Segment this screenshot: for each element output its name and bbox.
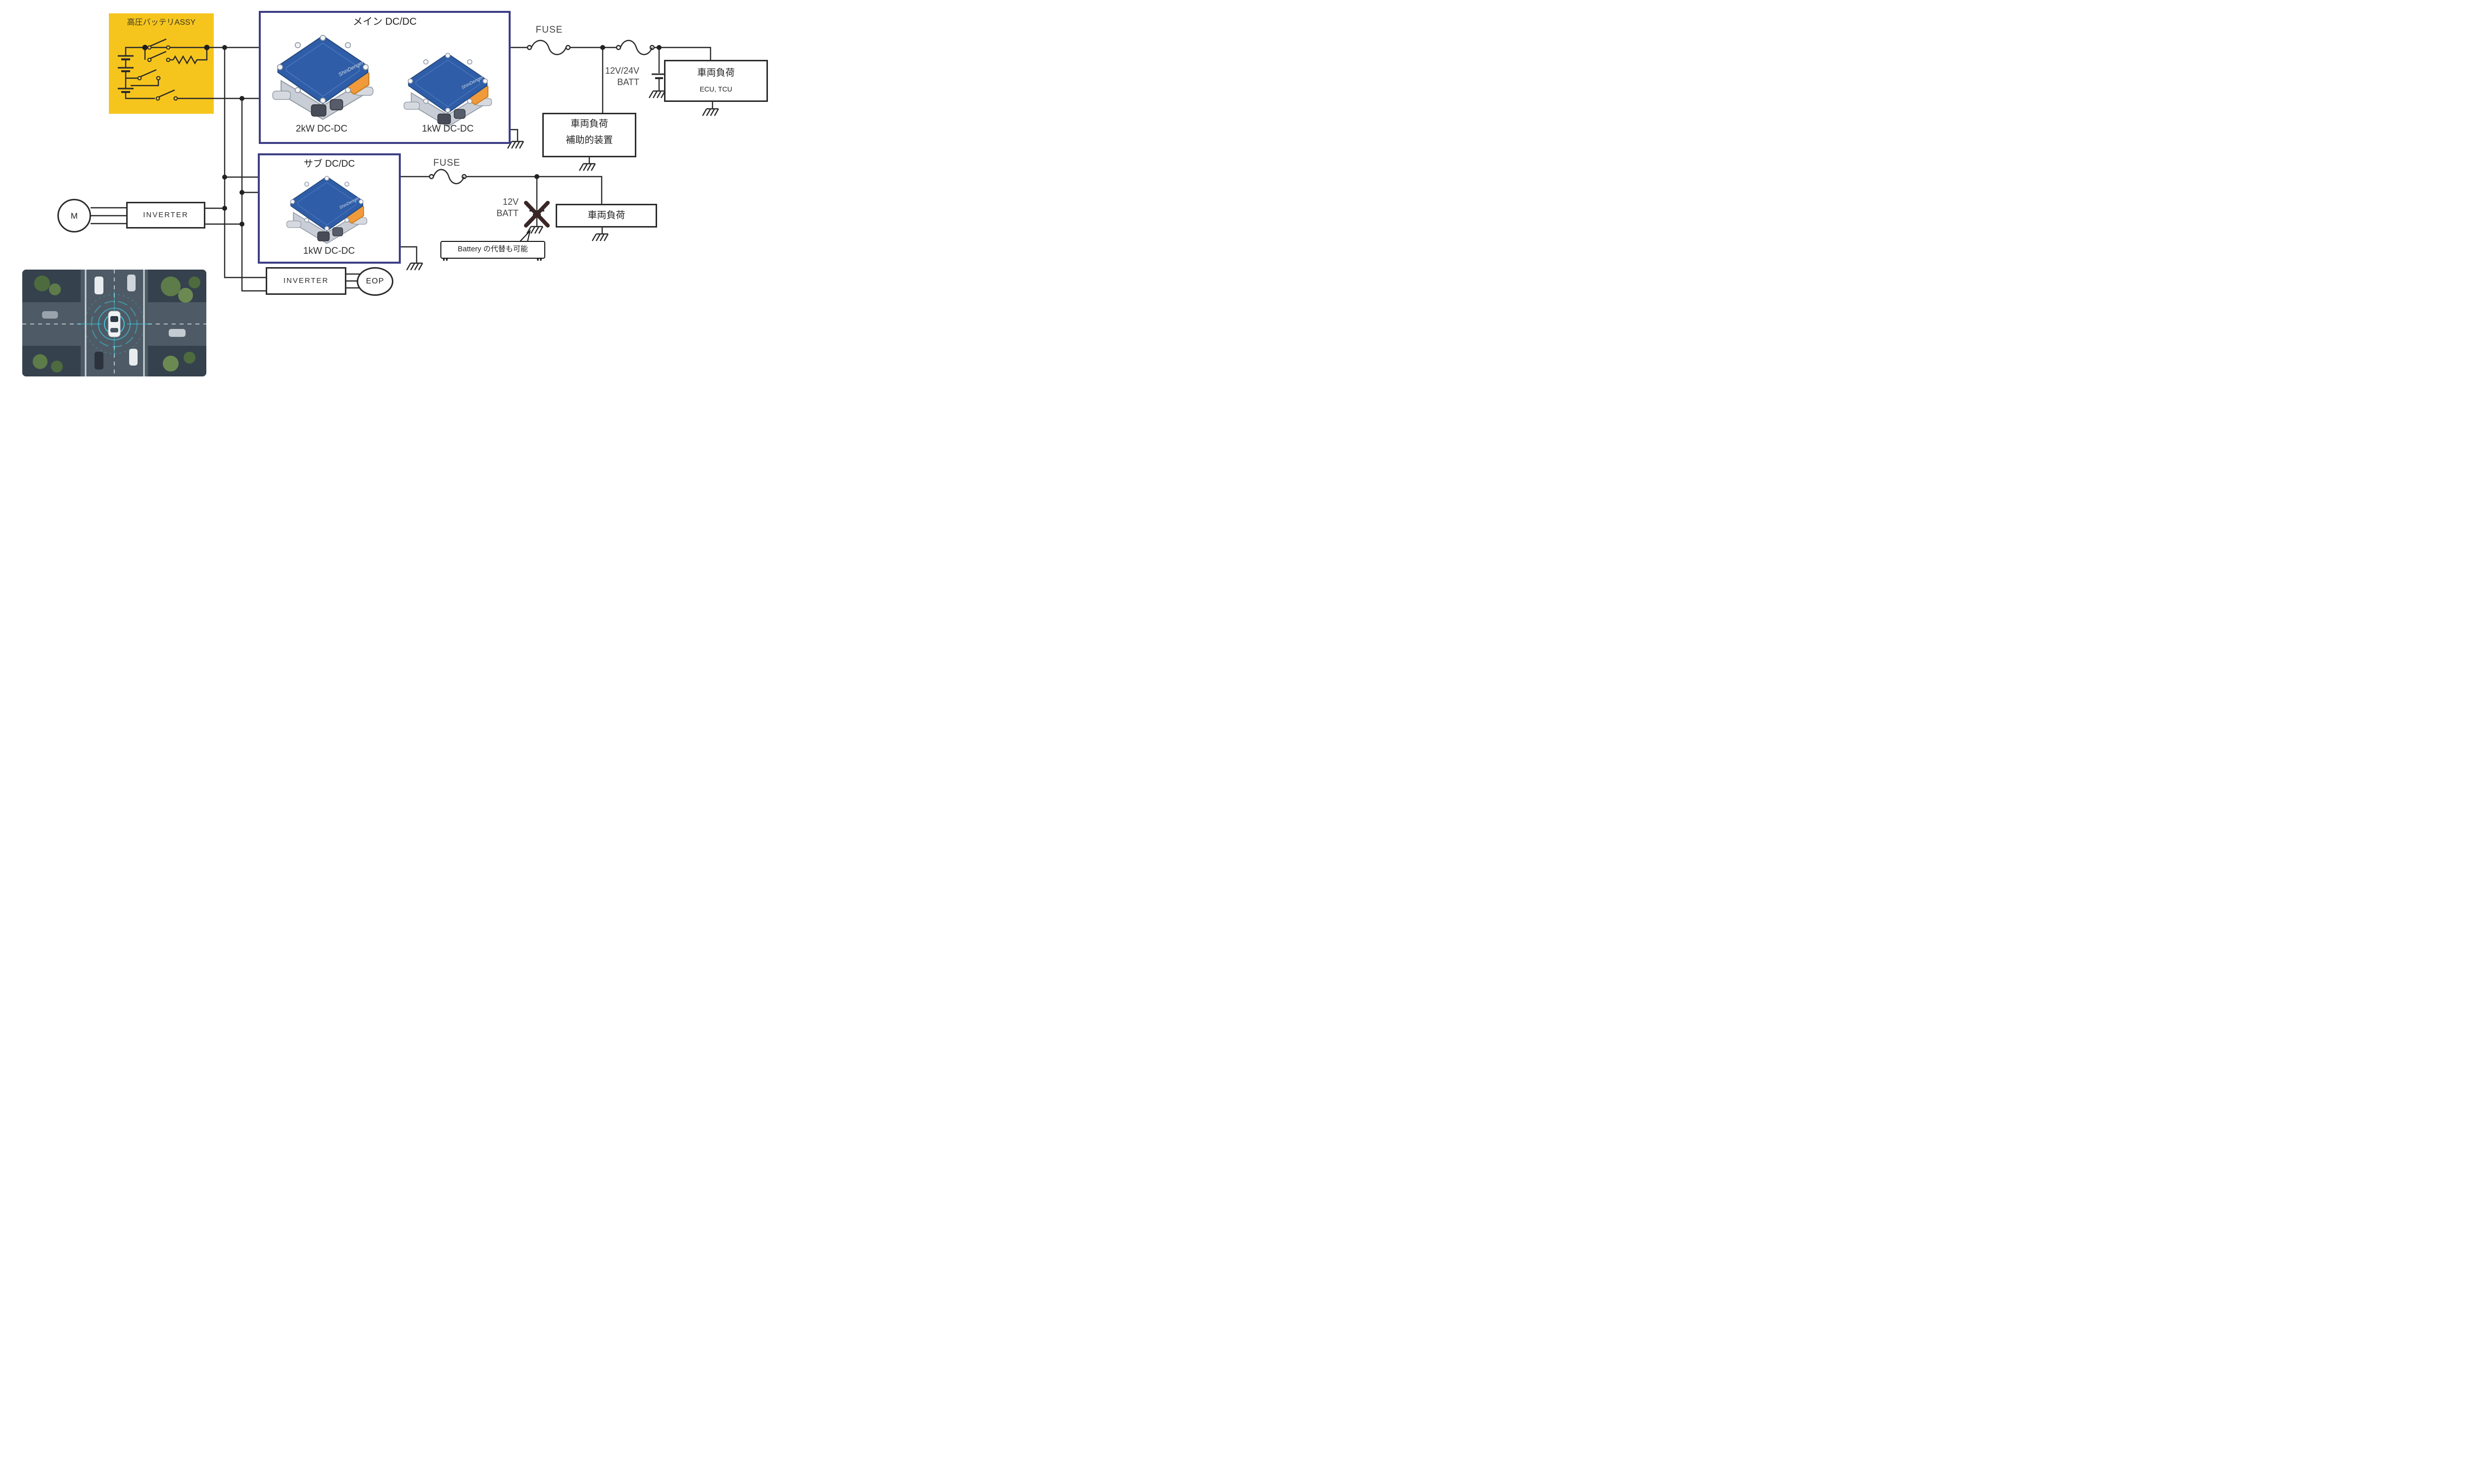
eop-label: EOP: [366, 277, 384, 285]
main-dcdc-title: メイン DC/DC: [353, 16, 417, 27]
product-1kw-image: [396, 51, 500, 133]
product-2kw-image: [265, 33, 381, 127]
callout-box: [440, 241, 545, 259]
ground-icon: [578, 163, 596, 172]
x-mark-icon: [524, 201, 550, 228]
load-ecu-title: 車両負荷: [697, 68, 735, 78]
battery-12v-label: 12V BATT: [496, 197, 519, 218]
load-aux-line1: 車両負荷: [570, 119, 608, 129]
label-2kw: 2kW DC-DC: [295, 124, 348, 134]
hv-battery-box: 高圧バッテリASSY: [109, 13, 214, 114]
hv-battery-circuit: [118, 38, 214, 101]
sub-dcdc-title: サブ DC/DC: [303, 159, 355, 169]
ground-icon: [406, 262, 424, 271]
load-ecu-subtitle: ECU, TCU: [700, 85, 732, 93]
ego-car: [108, 311, 121, 337]
load-main-title: 車両負荷: [587, 210, 625, 221]
intersection-photo: [22, 270, 206, 376]
main-output-wires: [511, 40, 712, 113]
load-main-box: [556, 204, 657, 228]
load-aux-box: [542, 113, 636, 157]
label-1kw-sub: 1kW DC-DC: [303, 246, 355, 256]
trees: [33, 276, 200, 372]
inverter-left-box: [126, 202, 205, 229]
fuse-top-label: FUSE: [535, 25, 563, 35]
motor-circle: [57, 199, 91, 232]
ground-icon: [648, 90, 666, 99]
inverter-bottom-label: INVERTER: [283, 277, 329, 285]
diagram-canvas: ShinDengen: [0, 0, 776, 388]
sensor-rings: [77, 291, 152, 357]
load-ecu-box: [664, 60, 768, 102]
motor-label: M: [70, 211, 78, 221]
inverter-bottom-box: [266, 267, 346, 295]
fuse-bottom-label: FUSE: [433, 158, 461, 168]
callout-tail: [519, 229, 531, 242]
eop-circle: [357, 267, 393, 296]
cars: [42, 275, 186, 370]
load-aux-line2: 補助的装置: [566, 135, 613, 145]
hv-battery-title: 高圧バッテリASSY: [127, 18, 196, 27]
fuse-icon: [432, 169, 465, 185]
battery-12v24v-label: 12V/24V BATT: [605, 66, 639, 87]
sub-output-wires: [401, 169, 603, 263]
ground-icon: [591, 233, 609, 242]
label-1kw-main: 1kW DC-DC: [422, 124, 474, 134]
ground-icon: [702, 108, 719, 117]
product-1kw-sub-image: [276, 174, 378, 249]
callout-text: Battery の代替も可能: [458, 245, 528, 253]
fuse-icon: [530, 40, 567, 55]
junction-dots: [222, 45, 662, 227]
inverter-left-label: INVERTER: [143, 211, 189, 219]
fuse-icon: [619, 40, 653, 55]
